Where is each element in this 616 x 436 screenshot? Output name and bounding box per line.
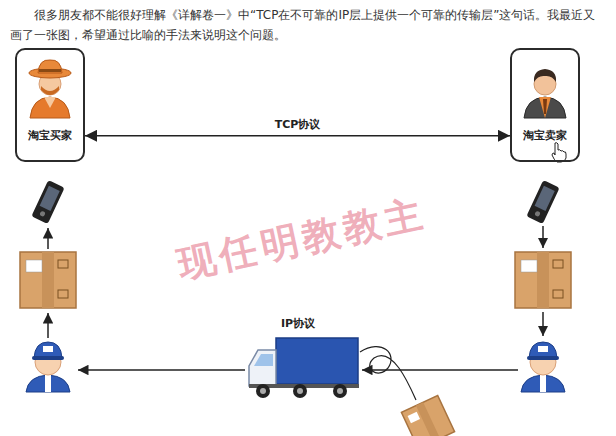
package-icon — [20, 252, 76, 308]
protocol-label: IP协议 — [281, 316, 315, 331]
watermark: 现任明教教主 — [173, 188, 430, 290]
package-icon — [515, 252, 571, 308]
buyer-icon — [29, 60, 71, 118]
role-name: 淘宝买家 — [28, 129, 72, 142]
seller-icon — [524, 69, 566, 118]
connector-label: TCP协议 — [273, 117, 323, 132]
courier-icon — [521, 342, 565, 392]
flow-arrow — [542, 312, 544, 336]
role-box: 淘宝卖家 — [510, 48, 580, 162]
truck-icon — [249, 338, 359, 398]
lost-package — [401, 395, 454, 436]
phone-icon — [31, 180, 64, 224]
falling-path — [360, 347, 416, 400]
courier-icon — [26, 342, 70, 392]
role-name: 淘宝卖家 — [523, 129, 567, 142]
role-box: 淘宝买家 — [15, 48, 85, 162]
flow-arrow — [542, 226, 544, 248]
hand-cursor — [552, 143, 566, 162]
phone-icon — [526, 180, 559, 224]
flow-arrow — [78, 369, 245, 371]
intro-paragraph: 很多朋友都不能很好理解《详解卷一》中“TCP在不可靠的IP层上提供一个可靠的传输… — [10, 5, 606, 45]
flow-arrow — [47, 228, 49, 249]
protocol-connector — [85, 135, 510, 137]
flow-arrow — [47, 313, 49, 338]
